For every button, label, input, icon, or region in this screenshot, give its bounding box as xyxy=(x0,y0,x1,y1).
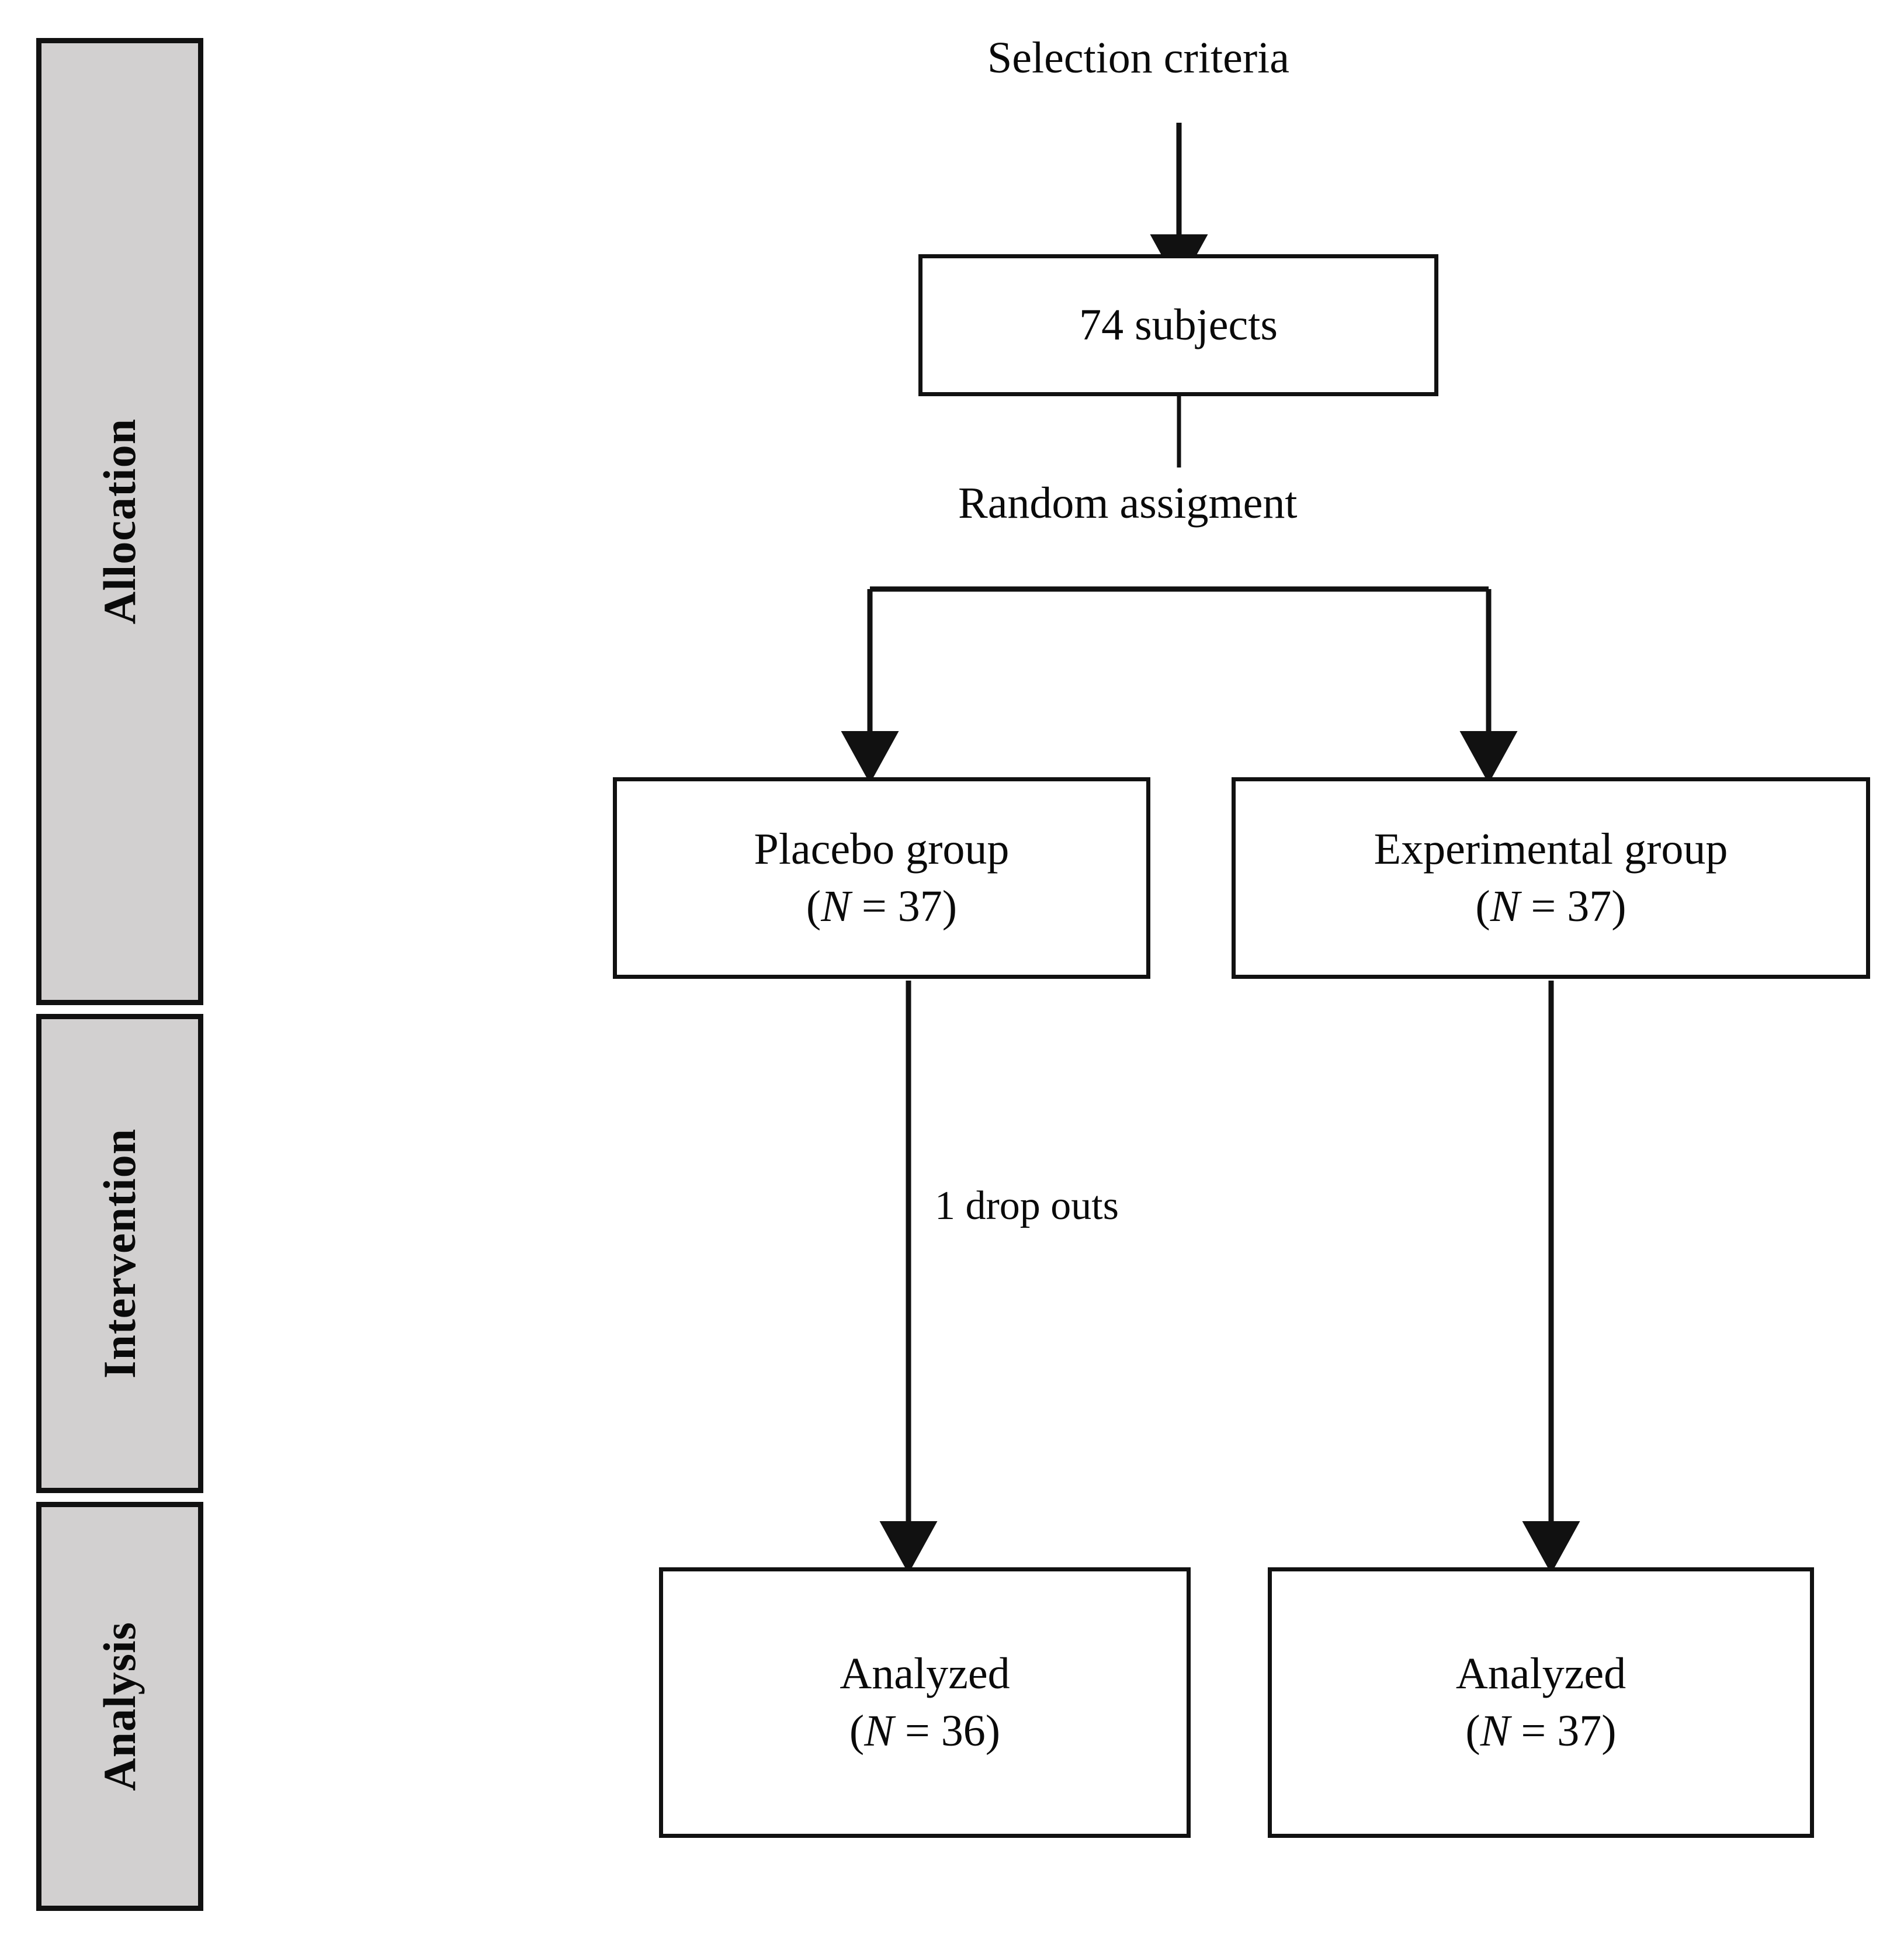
n-symbol: N xyxy=(1480,1706,1510,1755)
n-symbol: N xyxy=(864,1706,894,1755)
n-value: 37 xyxy=(1567,881,1612,931)
stage-box-allocation: Allocation xyxy=(36,38,203,1005)
equals-sign: = xyxy=(1520,881,1567,931)
stage-label-analysis: Analysis xyxy=(94,1622,145,1791)
placebo-group-n: (N = 37) xyxy=(806,878,957,935)
n-value: 37 xyxy=(897,881,942,931)
box-placebo-group: Placebo group (N = 37) xyxy=(613,777,1150,979)
paren-open: ( xyxy=(849,1706,865,1755)
box-enrollment: 74 subjects xyxy=(918,254,1438,396)
n-value: 36 xyxy=(941,1706,986,1755)
paren-close: ) xyxy=(1601,1706,1617,1755)
analyzed-placebo-title: Analyzed xyxy=(840,1649,1010,1699)
paren-close: ) xyxy=(1611,881,1626,931)
analyzed-placebo-n: (N = 36) xyxy=(849,1703,1000,1760)
box-experimental-group: Experimental group (N = 37) xyxy=(1232,777,1870,979)
random-assignment-label: Random assigment xyxy=(958,479,1298,528)
paren-open: ( xyxy=(806,881,821,931)
equals-sign: = xyxy=(1510,1706,1558,1755)
paren-close: ) xyxy=(942,881,958,931)
paren-close: ) xyxy=(985,1706,1001,1755)
equals-sign: = xyxy=(850,881,898,931)
stage-label-allocation: Allocation xyxy=(94,418,145,625)
enrollment-count-text: 74 subjects xyxy=(1079,300,1278,349)
box-analyzed-placebo: Analyzed (N = 36) xyxy=(659,1567,1191,1838)
analyzed-experimental-title: Analyzed xyxy=(1455,1649,1626,1699)
stage-box-intervention: Intervention xyxy=(36,1014,203,1493)
paren-open: ( xyxy=(1475,881,1490,931)
n-value: 37 xyxy=(1557,1706,1602,1755)
experimental-group-title: Experimental group xyxy=(1374,825,1728,874)
stage-label-intervention: Intervention xyxy=(94,1128,145,1379)
n-symbol: N xyxy=(1490,881,1520,931)
box-analyzed-experimental: Analyzed (N = 37) xyxy=(1268,1567,1814,1838)
equals-sign: = xyxy=(893,1706,941,1755)
paren-open: ( xyxy=(1465,1706,1480,1755)
stage-box-analysis: Analysis xyxy=(36,1502,203,1911)
placebo-group-title: Placebo group xyxy=(754,825,1010,874)
analyzed-experimental-n: (N = 37) xyxy=(1465,1703,1616,1760)
drop-outs-label: 1 drop outs xyxy=(935,1183,1119,1228)
selection-criteria-label: Selection criteria xyxy=(987,33,1289,82)
experimental-group-n: (N = 37) xyxy=(1475,878,1626,935)
n-symbol: N xyxy=(821,881,851,931)
